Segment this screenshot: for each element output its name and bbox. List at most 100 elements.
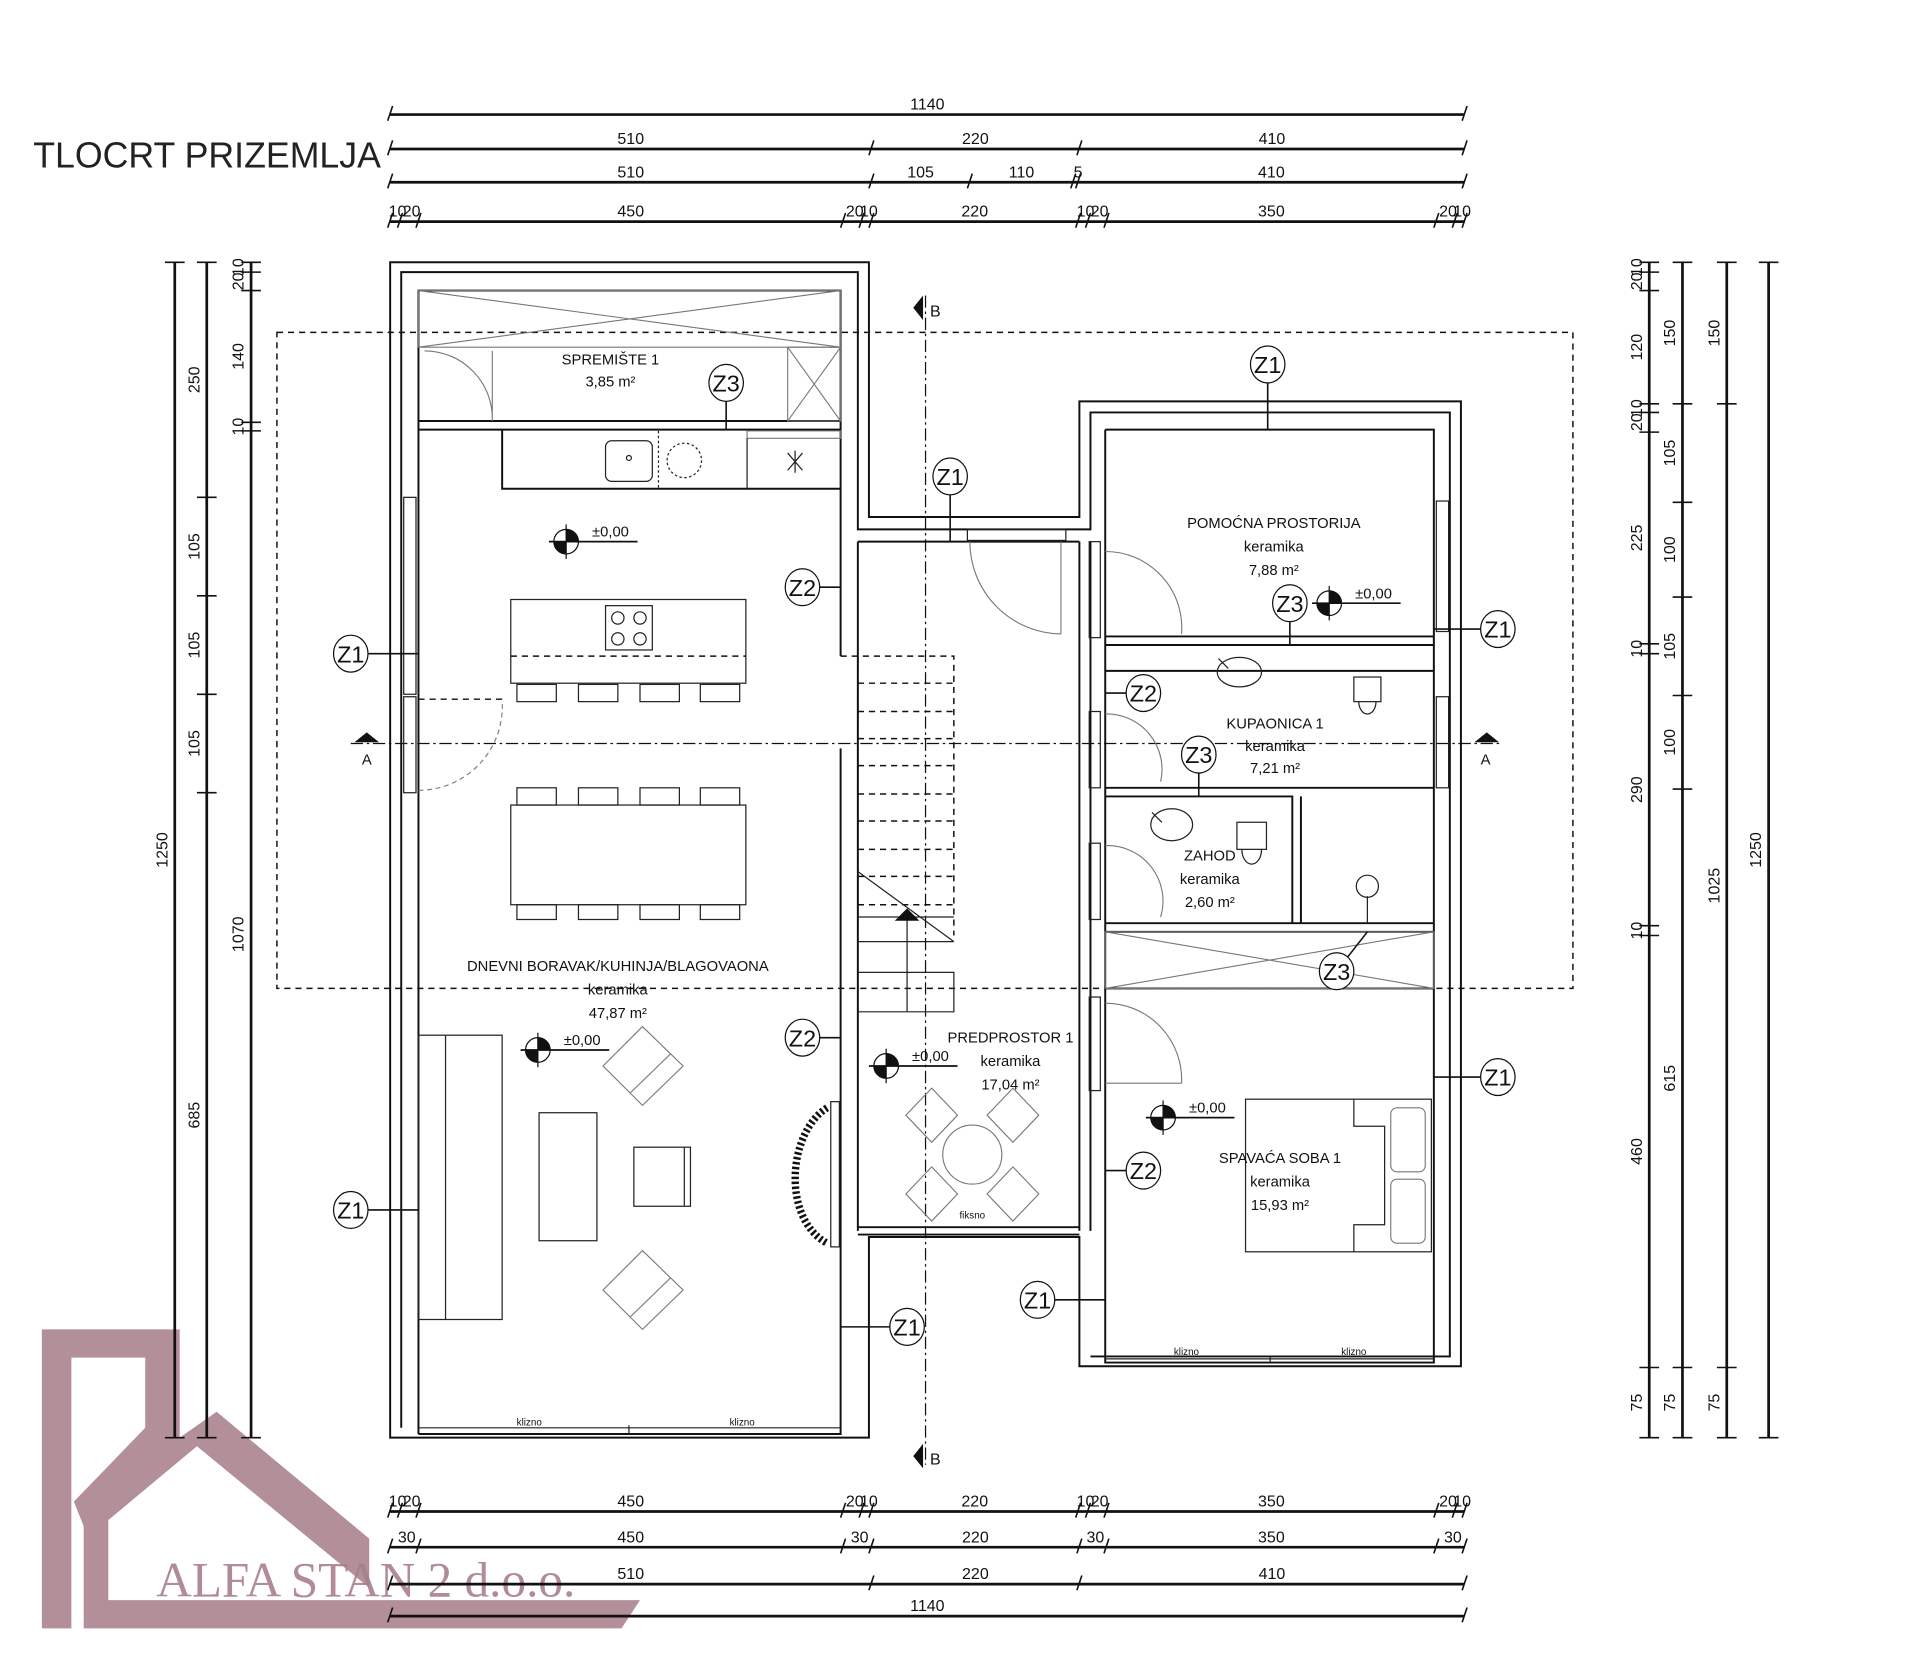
svg-text:3,85 m²: 3,85 m² [585,375,635,391]
level-label: ±0,00 [1355,586,1392,602]
room-label-hall: PREDPROSTOR 1 keramika 17,04 m² [947,1031,1073,1094]
svg-text:A: A [1481,752,1491,768]
watermark-logo: ALFA STAN 2 d.o.o. [41,1329,641,1629]
dimension-label: 410 [1259,131,1286,148]
dimension-label: 20 [1091,1494,1109,1511]
svg-text:7,21 m²: 7,21 m² [1250,761,1300,777]
svg-text:klizno: klizno [1341,1347,1367,1358]
level-marker: ±0,00 [520,1032,610,1068]
svg-text:fiksno: fiksno [959,1211,985,1222]
dimension-label: 10 [1629,258,1646,276]
level-marker: ±0,00 [868,1048,958,1084]
bottom-dimension-row: 30 450 30 220 30 350 30 [386,1529,1468,1554]
dimension-label: 510 [617,1566,644,1583]
wall-tag-z1: Z1 [1433,1057,1516,1097]
svg-text:B: B [930,1452,941,1469]
dimension-label: 150 [1662,320,1679,347]
dimension-label: 290 [1629,776,1646,803]
svg-text:keramika: keramika [981,1054,1042,1070]
dimension-label: 20 [231,272,248,290]
svg-text:PREDPROSTOR 1: PREDPROSTOR 1 [947,1031,1073,1047]
wall-tag-label: Z3 [1185,742,1212,768]
level-label: ±0,00 [912,1049,949,1065]
dimension-label: 110 [1009,164,1035,181]
upper-floor-outline [276,331,1574,990]
wall-tag-z3: Z3 [1272,584,1308,646]
level-marker: ±0,00 [1312,585,1401,621]
dimension-label: 10 [231,418,248,436]
wall-tag-z1: Z1 [1019,1280,1106,1319]
svg-text:DNEVNI BORAVAK/KUHINJA/BLAGOVA: DNEVNI BORAVAK/KUHINJA/BLAGOVAONA [467,959,769,975]
wall-tag-z1: Z1 [932,457,968,542]
dimension-label: 1070 [231,916,248,952]
stairs [840,655,955,1013]
svg-text:SPAVAĆA SOBA 1: SPAVAĆA SOBA 1 [1219,1150,1341,1167]
wall-tag-z3: Z3 [1180,735,1217,797]
dimension-label: 10 [389,1494,407,1511]
storage-shelving [417,290,1435,989]
bottom-dimension-row: 1140 [386,1598,1468,1623]
wall-tag-z2: Z2 [1105,1151,1162,1190]
dimension-label: 20 [1629,272,1646,290]
dimension-label: 20 [403,204,421,221]
dimension-label: 30 [1444,1529,1462,1546]
dimension-label: 10 [231,258,248,276]
room-label-storage: SPREMIŠTE 1 3,85 m² [562,351,660,390]
dimension-label: 30 [851,1529,869,1546]
dimension-label: 10 [860,204,878,221]
dimension-label: 10 [1453,204,1471,221]
dimension-label: 20 [846,204,864,221]
svg-text:17,04 m²: 17,04 m² [981,1077,1039,1093]
svg-text:KUPAONICA 1: KUPAONICA 1 [1226,717,1323,733]
dimension-label: 105 [907,164,934,181]
svg-text:SPREMIŠTE 1: SPREMIŠTE 1 [562,351,660,368]
dimension-label: 105 [1662,633,1679,660]
dimension-label: 1025 [1706,868,1723,904]
dimension-label: 220 [962,1529,989,1546]
svg-text:keramika: keramika [1250,1175,1311,1191]
dimension-label: 1250 [1748,832,1765,868]
dimension-label: 150 [1706,320,1723,347]
dimension-label: 510 [617,164,644,181]
doors [418,350,1183,1084]
dimension-label: 350 [1258,1529,1285,1546]
wall-tag-z1: Z1 [1433,609,1516,649]
dimension-label: 220 [961,204,988,221]
dimension-label: 105 [186,730,203,757]
dimension-label: 20 [846,1494,864,1511]
dimension-label: 75 [1706,1394,1723,1412]
svg-text:keramika: keramika [1180,872,1241,888]
bathroom-fixtures [1150,656,1382,924]
dimension-label: 10 [389,204,407,221]
dimension-label: 450 [617,1529,644,1546]
svg-text:klizno: klizno [517,1417,543,1428]
level-label: ±0,00 [592,525,629,541]
dimension-label: 30 [398,1529,416,1546]
wall-tag-z2: Z2 [784,568,841,607]
dimension-label: 20 [1629,413,1646,431]
level-marker: ±0,00 [548,524,638,559]
dimension-label: 100 [1662,536,1679,563]
dimension-label: 100 [1662,729,1679,756]
wall-tag-z1: Z1 [840,1307,925,1346]
plan-title: TLOCRT PRIZEMLJA [33,136,381,176]
svg-text:2,60 m²: 2,60 m² [1185,895,1235,911]
dimension-label: 20 [403,1494,421,1511]
dimension-label: 615 [1662,1065,1679,1092]
dimension-label: 410 [1259,1566,1286,1583]
svg-text:keramika: keramika [1244,540,1305,556]
kitchen-counter [604,430,803,489]
dimension-label: 30 [1086,1529,1104,1546]
wall-tag-label: Z2 [1130,681,1157,707]
dimension-label: 1140 [910,97,945,114]
hall-table [905,1087,1040,1222]
svg-text:15,93 m²: 15,93 m² [1251,1198,1309,1214]
svg-text:klizno: klizno [1174,1347,1200,1358]
dimension-label: 10 [860,1494,878,1511]
dimension-label: 10 [1453,1494,1471,1511]
